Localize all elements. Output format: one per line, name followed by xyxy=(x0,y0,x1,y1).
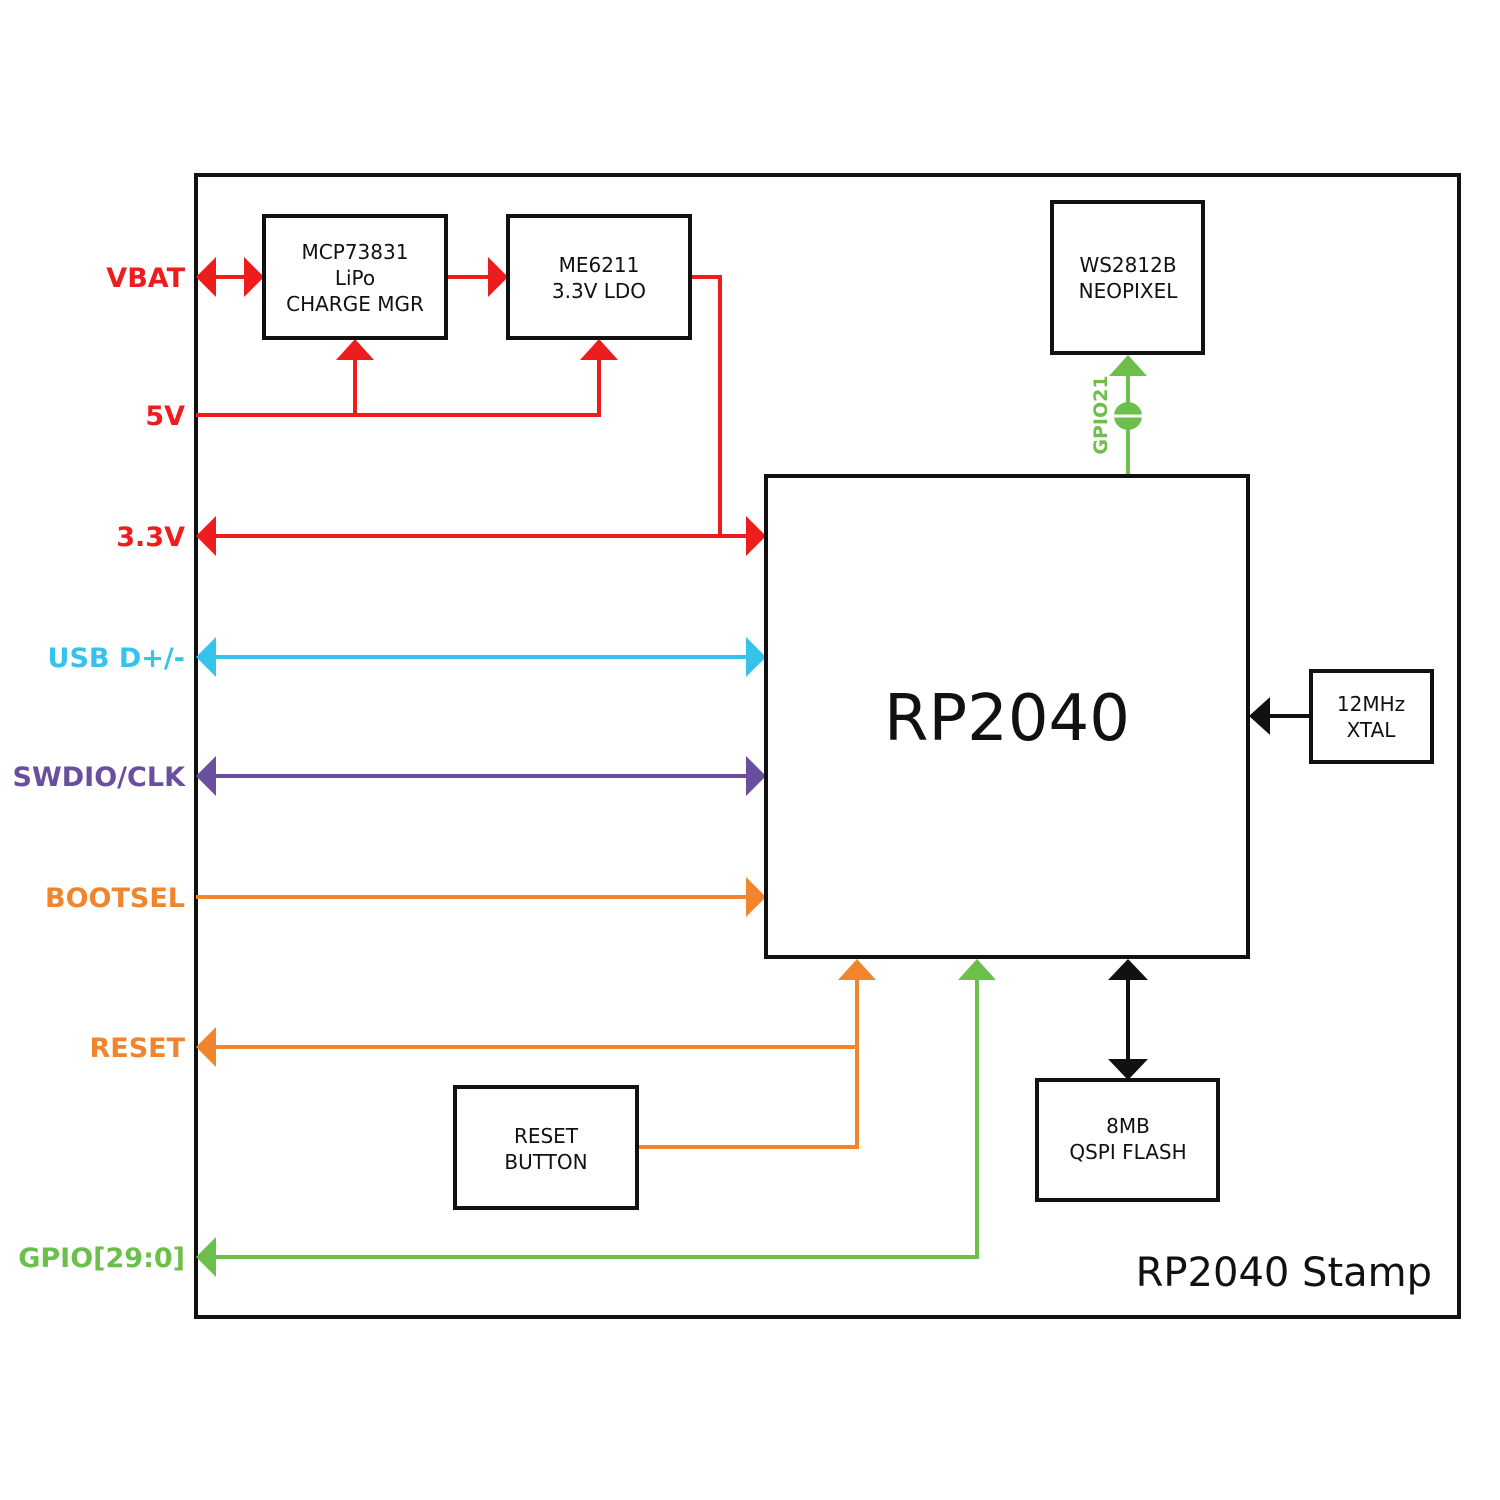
flash-line-1: 8MB xyxy=(1106,1114,1150,1138)
v5-charger-arrowhead xyxy=(336,339,374,360)
reset-button-wire xyxy=(637,976,859,1149)
pin-label-vbat: VBAT xyxy=(106,263,185,294)
neopixel-block: WS2812B NEOPIXEL xyxy=(1050,200,1205,355)
vbat-arrowhead-left xyxy=(196,257,216,297)
ldo-block: ME6211 3.3V LDO xyxy=(506,214,692,340)
pin-label-3v3: 3.3V xyxy=(116,522,185,553)
reset-button-line-1: RESET xyxy=(514,1124,579,1148)
xtal-arrowhead xyxy=(1249,697,1270,735)
charger-line-1: MCP73831 xyxy=(302,240,409,264)
reset-button-box xyxy=(453,1085,639,1210)
pin-label-swd: SWDIO/CLK xyxy=(13,762,187,793)
board-title: RP2040 Stamp xyxy=(1136,1250,1432,1296)
v5-ldo-arrowhead xyxy=(580,339,618,360)
reset-mcu-arrowhead xyxy=(838,959,876,980)
flash-box xyxy=(1035,1078,1220,1202)
ldo-line-2: 3.3V LDO xyxy=(552,279,646,303)
pin-label-reset: RESET xyxy=(89,1033,185,1064)
mcu-block: RP2040 xyxy=(764,474,1250,959)
flash-block: 8MB QSPI FLASH xyxy=(1035,1078,1220,1202)
v33-arrowhead-left xyxy=(196,516,216,556)
reset-button-block: RESET BUTTON xyxy=(453,1085,639,1210)
gpio-mcu-arrowhead xyxy=(958,959,996,980)
xtal-line-2: XTAL xyxy=(1347,718,1397,742)
gpio21-arrowhead xyxy=(1109,355,1147,376)
reset-button-line-2: BUTTON xyxy=(504,1150,587,1174)
flash-arrowhead-bottom xyxy=(1108,1059,1148,1080)
charger-block: MCP73831 LiPo CHARGE MGR xyxy=(262,214,448,340)
mcu-label: RP2040 xyxy=(884,682,1130,756)
vbat-arrowhead-right xyxy=(244,257,264,297)
gpio-arrowhead-left xyxy=(196,1237,216,1277)
charger-line-2: LiPo xyxy=(335,266,375,290)
charger-line-3: CHARGE MGR xyxy=(286,292,424,316)
neopixel-line-2: NEOPIXEL xyxy=(1079,279,1179,303)
xtal-block: 12MHz XTAL xyxy=(1309,669,1434,764)
pin-label-bootsel: BOOTSEL xyxy=(45,883,185,914)
pin-label-gpio: GPIO[29:0] xyxy=(18,1243,185,1274)
swd-arrowhead-right xyxy=(746,756,766,796)
v5-wire xyxy=(196,356,601,417)
ldo-line-1: ME6211 xyxy=(559,253,640,277)
pin-label-5v: 5V xyxy=(145,401,185,432)
gpio-wire xyxy=(210,976,979,1259)
ldo-box xyxy=(506,214,692,340)
flash-arrowhead-top xyxy=(1108,959,1148,980)
flash-line-2: QSPI FLASH xyxy=(1069,1140,1186,1164)
ldo-output-wire xyxy=(690,275,722,536)
gpio21-label: GPIO21 xyxy=(1090,375,1112,454)
v33-arrowhead-right xyxy=(746,516,766,556)
reset-arrowhead-left xyxy=(196,1027,216,1067)
xtal-box xyxy=(1309,669,1434,764)
neopixel-line-1: WS2812B xyxy=(1079,253,1176,277)
pin-label-usb: USB D+/- xyxy=(48,643,185,674)
charger-to-ldo-arrowhead xyxy=(488,257,508,297)
mcu-box xyxy=(764,474,1250,959)
swd-arrowhead-left xyxy=(196,756,216,796)
usb-arrowhead-right xyxy=(746,637,766,677)
charger-box xyxy=(262,214,448,340)
bootsel-arrowhead xyxy=(746,877,766,917)
usb-arrowhead-left xyxy=(196,637,216,677)
neopixel-box xyxy=(1050,200,1205,355)
xtal-line-1: 12MHz xyxy=(1337,692,1405,716)
